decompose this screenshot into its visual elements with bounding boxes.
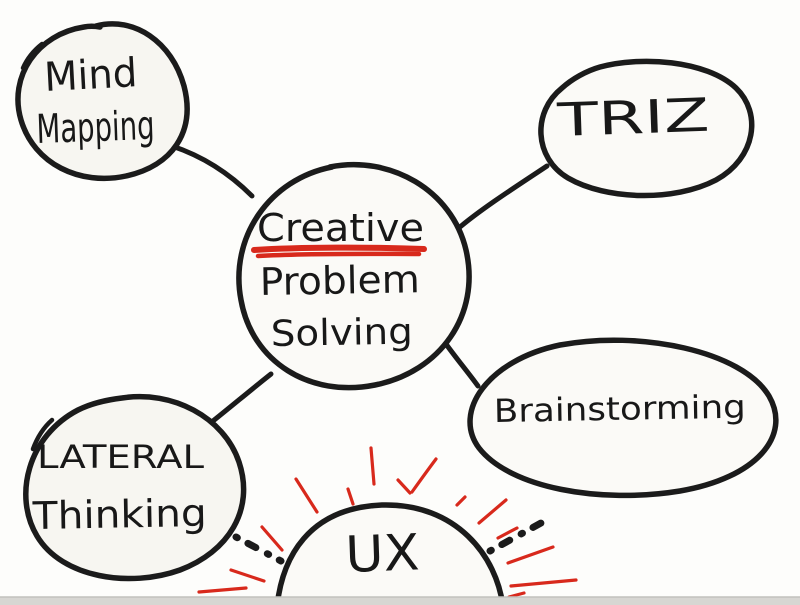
sun-ray <box>396 478 412 495</box>
ux-sun-rays <box>197 446 578 599</box>
node-triz: TRIZ <box>538 58 755 199</box>
node-lateral-thinking: LATERAL Thinking <box>23 393 247 582</box>
center-bubble <box>236 161 472 391</box>
creative-red-underline-second-stroke <box>255 251 422 259</box>
sun-ray <box>410 457 438 494</box>
sun-ray <box>260 525 284 552</box>
sun-ray <box>229 568 266 583</box>
creative-red-underline <box>251 244 427 253</box>
mind-mapping-bubble <box>15 21 190 182</box>
sun-ray <box>197 586 248 594</box>
ux-label: UX <box>344 523 420 584</box>
edge-mindmapping-center <box>169 143 255 199</box>
edge-ux-brainstorming-dotted <box>486 513 556 555</box>
center-label-line2: Problem <box>259 257 420 304</box>
center-label-line1: Creative <box>257 206 424 250</box>
node-brainstorming: Brainstorming <box>467 337 779 499</box>
brainstorming-label: Brainstorming <box>493 388 746 430</box>
lateral-thinking-bubble <box>23 393 247 582</box>
sun-ray <box>346 487 355 506</box>
mind-mapping-label-line1: Mind <box>43 50 138 101</box>
sun-ray <box>509 578 578 588</box>
sun-ray <box>506 545 555 565</box>
paper-bottom-edge <box>0 596 800 605</box>
edge-lateral-ux-dotted <box>232 533 285 565</box>
lateral-label-line1: LATERAL <box>37 438 204 476</box>
mind-mapping-label-line2: Mapping <box>36 103 156 153</box>
sun-ray <box>477 498 508 525</box>
brainstorming-bubble <box>467 337 779 499</box>
sun-ray <box>369 446 376 486</box>
edge-center-lateral <box>210 371 274 424</box>
node-mind-mapping: Mind Mapping <box>15 21 190 182</box>
mind-mapping-pen-overlap <box>20 41 45 71</box>
sun-ray <box>455 495 467 507</box>
sun-ray <box>496 526 519 540</box>
triz-bubble <box>538 58 755 199</box>
edges <box>169 143 556 565</box>
sun-ray <box>294 477 319 514</box>
node-ux: UX <box>274 502 506 605</box>
paper-edge-strip <box>0 597 800 605</box>
lateral-pen-overlap <box>30 417 55 452</box>
triz-label: TRIZ <box>555 88 710 147</box>
node-creative-problem-solving: Creative Problem Solving <box>236 161 472 391</box>
edge-triz-center <box>457 163 550 230</box>
center-label-line3: Solving <box>270 312 413 355</box>
ux-dome <box>274 502 506 605</box>
edge-center-brainstorming <box>443 341 481 389</box>
lateral-label-line2: Thinking <box>31 491 207 538</box>
